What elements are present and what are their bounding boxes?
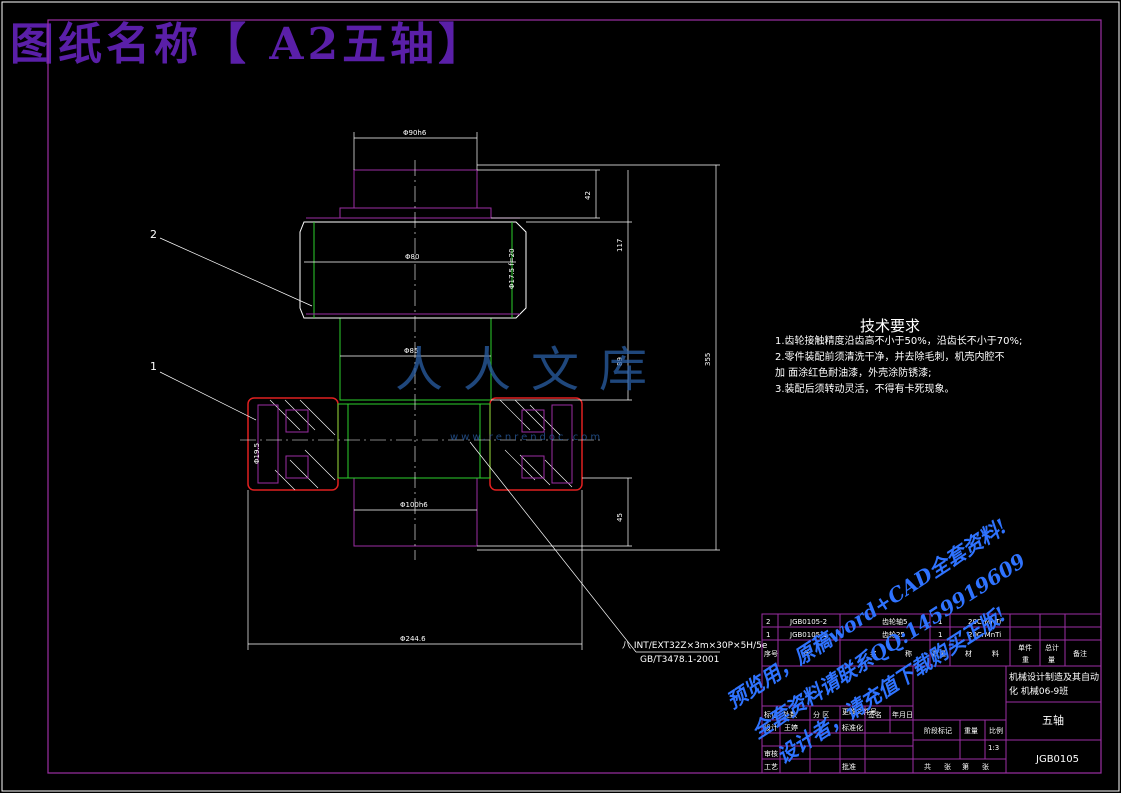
leader-lines <box>159 237 720 653</box>
tb-count: 处数 <box>783 710 797 719</box>
tb-sheet: 张 <box>944 762 951 771</box>
header-remark: 备注 <box>1073 649 1087 658</box>
tb-sign: 签名 <box>868 710 882 719</box>
spline-note-line2: GB/T3478.1-2001 <box>640 655 719 665</box>
requirement-2b: 加 面涂红色耐油漆，外壳涂防锈漆; <box>775 368 932 379</box>
requirements-title: 技术要求 <box>859 317 920 335</box>
header-code: 代 <box>803 649 810 658</box>
dim-gear-dia: Φ80 <box>405 253 419 261</box>
tb-std: 标准化 <box>842 723 863 732</box>
tb-sheets: 共 <box>924 762 931 771</box>
tb-craft: 工艺 <box>764 763 778 771</box>
header-no: 序号 <box>764 649 778 658</box>
dim-355: 355 <box>704 353 712 366</box>
dim-89: 89 <box>616 357 624 366</box>
tb-school-l2: 化 机械06-9班 <box>1009 685 1068 697</box>
gear-body <box>299 217 527 319</box>
header-material2: 料 <box>992 649 999 658</box>
dim-base-dia: Φ244.6 <box>400 635 426 643</box>
tb-design: 设计 <box>764 723 778 732</box>
part-2-name: 齿轮轴5 <box>882 617 907 626</box>
header-weight: 重 <box>1022 656 1029 664</box>
watermark-logo: 人人文库 <box>395 342 668 398</box>
tb-scale: 1:3 <box>988 744 999 752</box>
dim-mid-dia: Φ85 <box>404 347 418 355</box>
dim-117: 117 <box>616 239 624 252</box>
dim-gear-tol: Φ17.5 f=20 <box>508 248 516 289</box>
callouts: 2 1 <box>150 228 157 373</box>
parts-list: 2 JGB0105-2 齿轮轴5 1 20CrMnTi 1 JGB0105-1 … <box>764 617 1087 664</box>
tb-doc: 更改文件号 <box>842 707 877 716</box>
part-1-name: 齿轮25 <box>882 630 905 639</box>
header-name: 名 <box>870 649 877 658</box>
tb-school: 机械设计制造及其自动化 机械06-9班 <box>1009 671 1099 697</box>
part-1-code: JGB0105-1 <box>789 631 827 639</box>
callout-2: 2 <box>150 228 157 241</box>
tb-zone: 分 区 <box>813 710 829 719</box>
tb-school-l1: 机械设计制造及其自动 <box>1009 671 1099 683</box>
header-total: 总计 <box>1045 643 1059 652</box>
dim-top-dia: Φ90h6 <box>403 129 427 137</box>
tb-page2: 张 <box>982 762 989 771</box>
part-2-no: 2 <box>766 618 770 626</box>
watermark-url: www.renrendoc.com <box>450 432 604 443</box>
tb-drawing-name: 五轴 <box>1042 713 1064 727</box>
part-2-code: JGB0105-2 <box>789 618 827 626</box>
dimension-texts: Φ90h6 Φ80 Φ85 Φ100h6 Φ244.6 42 117 89 45… <box>253 129 712 643</box>
drawing-banner-title: 图纸名称【 A2五轴】 <box>10 19 487 70</box>
tb-page: 第 <box>962 762 969 771</box>
part-1-qty: 1 <box>938 631 942 639</box>
tb-review: 审核 <box>764 749 778 758</box>
tb-weight: 重量 <box>964 727 978 735</box>
dim-42: 42 <box>584 191 592 200</box>
tb-ratio: 比例 <box>989 726 1003 735</box>
part-1-no: 1 <box>766 631 770 639</box>
header-weight2: 量 <box>1048 656 1055 664</box>
header-qty: 数量 <box>932 649 946 658</box>
technical-requirements: 技术要求 1.齿轮接触精度沿齿高不小于50%，沿齿长不小于70%; 2.零件装配… <box>775 318 1023 398</box>
part-1-material: 20CrMnTi <box>968 631 1001 639</box>
title-block-texts: 标记 处数 分 区 更改文件号 签名 年月日 设计 王婷 标准化 阶段标记 重量… <box>764 707 1003 771</box>
header-material: 材 <box>965 649 972 658</box>
part-2-qty: 1 <box>938 618 942 626</box>
requirement-3: 3.装配后须转动灵活，不得有卡死现象。 <box>775 384 955 395</box>
dim-45: 45 <box>616 513 624 522</box>
ring-section <box>247 397 583 491</box>
tb-approve: 批准 <box>842 762 856 771</box>
dimension-lines <box>247 132 720 650</box>
tb-designer: 王婷 <box>784 723 798 732</box>
tb-date: 年月日 <box>892 710 913 719</box>
spline-note-line1: 八 INT/EXT32Z×3m×30P×5H/5e <box>622 641 768 651</box>
requirement-2: 2.零件装配前须清洗干净，并去除毛刺，机壳内腔不 <box>775 352 1005 363</box>
dim-bot-dia: Φ100h6 <box>400 501 428 509</box>
part-2-material: 20CrMnTi <box>968 618 1001 626</box>
inner-frame <box>47 19 1102 774</box>
callout-1: 1 <box>150 360 157 373</box>
tb-stage: 阶段标记 <box>924 726 952 735</box>
title-block-frame <box>761 613 1102 774</box>
header-unit: 单件 <box>1018 643 1032 652</box>
title-block-main: 机械设计制造及其自动化 机械06-9班 五轴 JGB0105 <box>1009 671 1099 765</box>
header-name2: 称 <box>905 649 912 658</box>
dim-bore: Φ19.5 <box>253 443 261 464</box>
tb-drawing-no: JGB0105 <box>1035 754 1079 765</box>
tb-mark: 标记 <box>764 710 778 719</box>
spline-note: 八 INT/EXT32Z×3m×30P×5H/5e GB/T3478.1-200… <box>622 641 768 665</box>
requirement-1: 1.齿轮接触精度沿齿高不小于50%，沿齿长不小于70%; <box>775 336 1023 347</box>
